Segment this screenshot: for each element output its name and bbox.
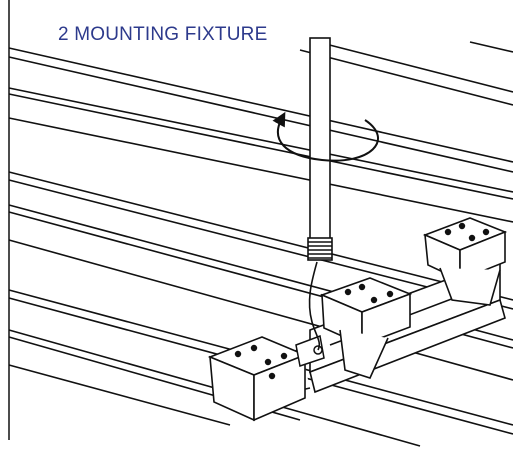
- mounting-block-front: [207, 336, 308, 422]
- suspension-rod: [307, 37, 333, 261]
- power-cable: [308, 261, 321, 351]
- ceiling-rail-upper: [8, 39, 513, 223]
- rotate-arrow-icon: [272, 111, 379, 162]
- step-title: 2 MOUNTING FIXTURE: [58, 24, 268, 45]
- track-connector: [295, 334, 325, 367]
- mounting-block-middle: [319, 277, 413, 379]
- mounting-block-right: [422, 217, 508, 306]
